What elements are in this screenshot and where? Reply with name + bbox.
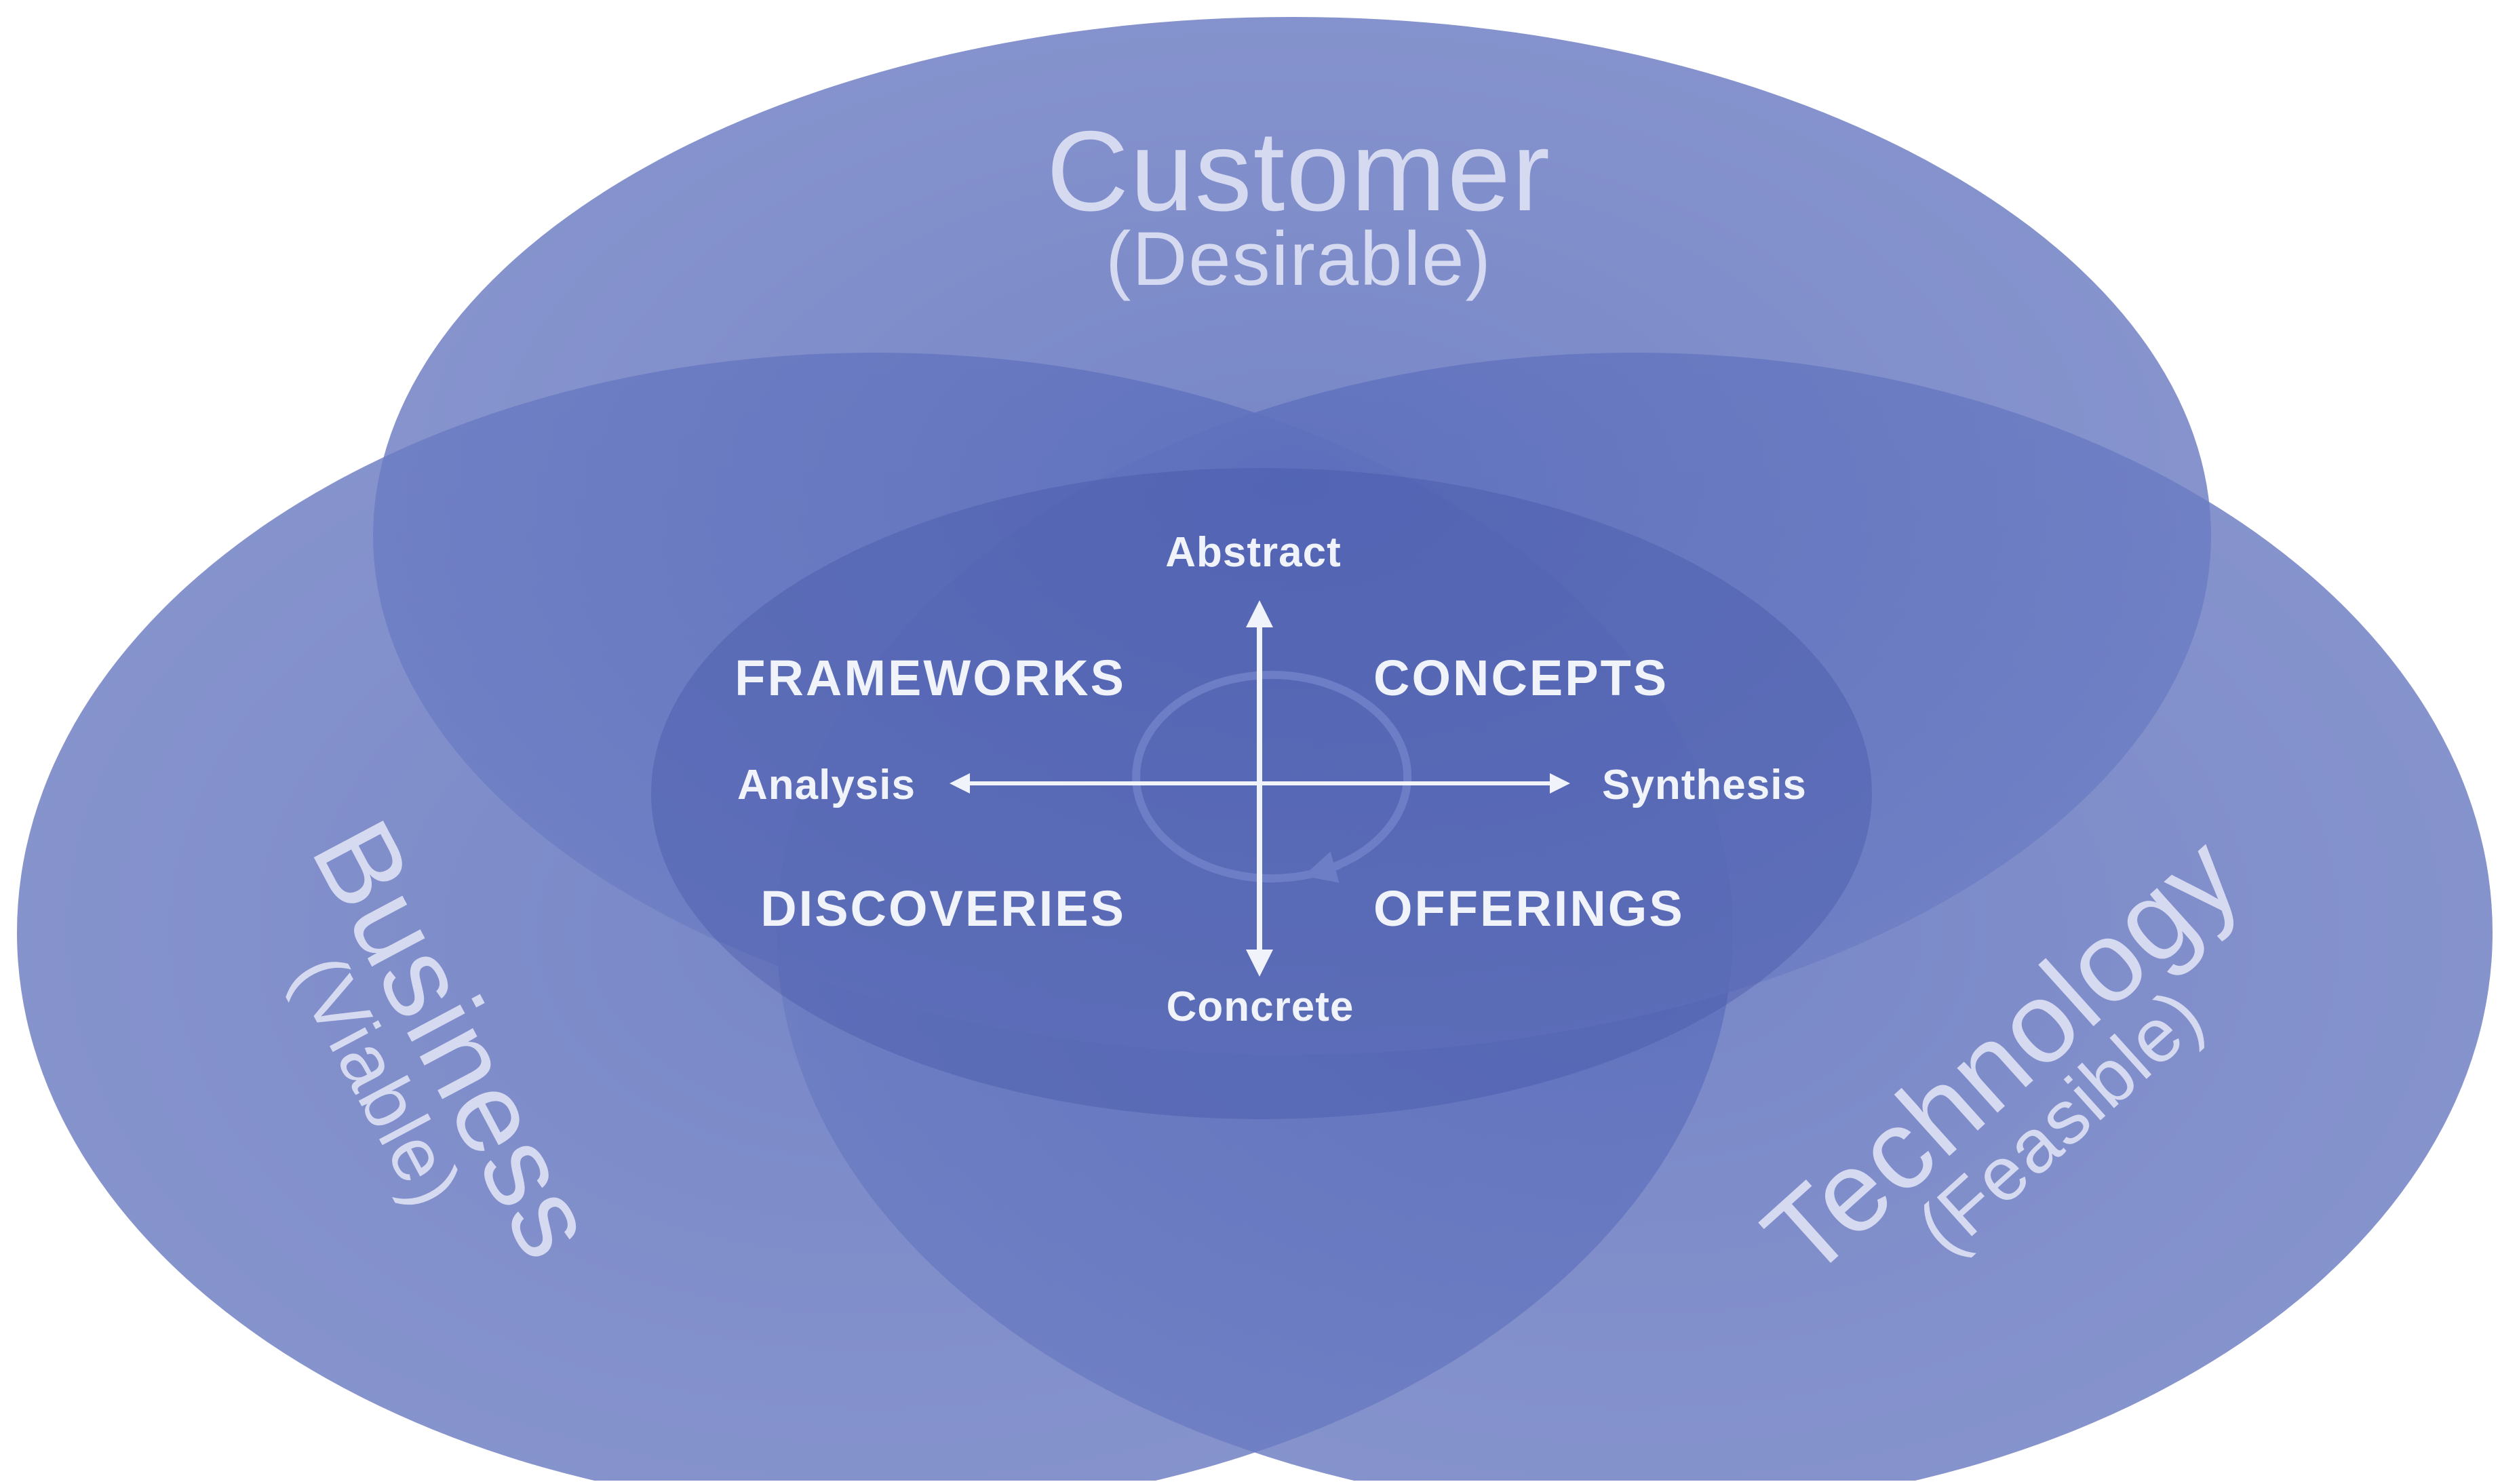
axis-label-concrete: Concrete: [1167, 983, 1354, 1030]
axis-label-analysis: Analysis: [737, 762, 916, 808]
axis-label-abstract: Abstract: [1165, 529, 1342, 576]
quadrant-concepts: CONCEPTS: [1373, 650, 1668, 706]
axis-label-synthesis: Synthesis: [1602, 762, 1807, 808]
customer-subtitle: (Desirable): [1106, 216, 1492, 301]
customer-title: Customer: [1047, 107, 1551, 235]
customer-circle: [373, 17, 2211, 1055]
quadrant-frameworks: FRAMEWORKS: [735, 650, 1126, 706]
quadrant-discoveries: DISCOVERIES: [760, 880, 1126, 937]
quadrant-offerings: OFFERINGS: [1373, 880, 1685, 937]
